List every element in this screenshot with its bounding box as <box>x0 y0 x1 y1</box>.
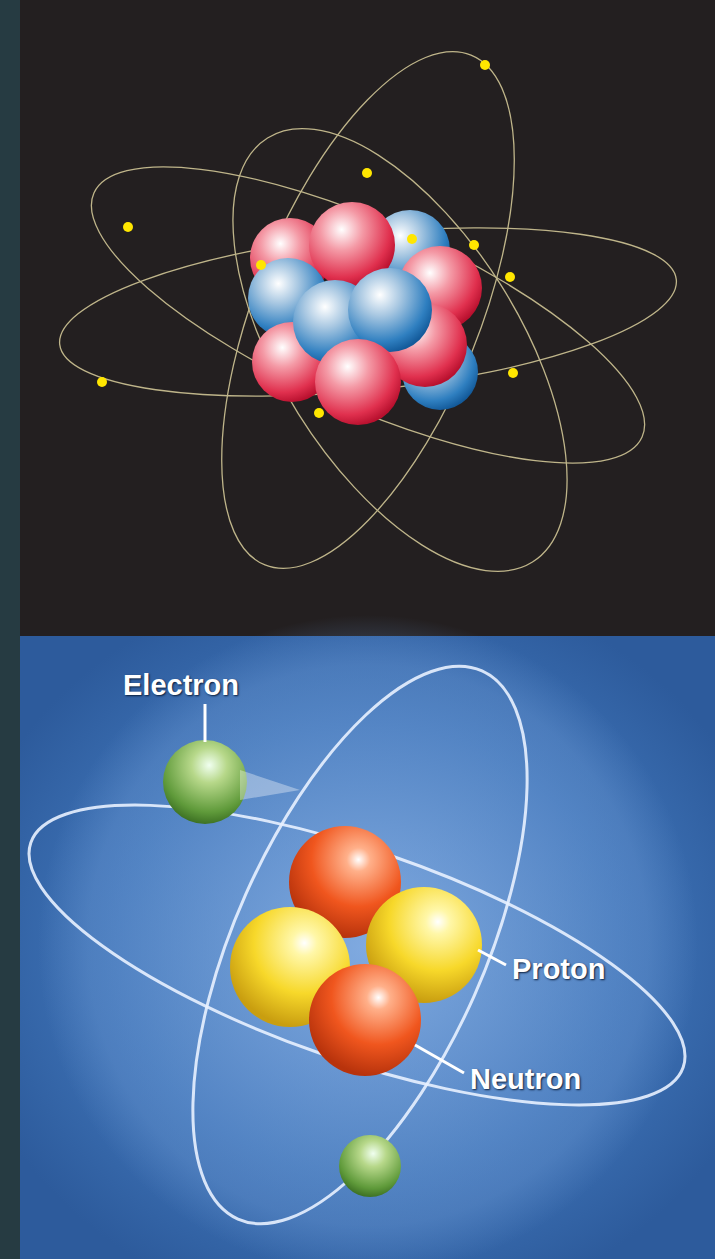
nucleus <box>230 826 482 1076</box>
motion-trail <box>240 770 300 800</box>
leader-line <box>204 704 207 742</box>
electron-ball <box>339 1135 401 1197</box>
orbit-lines <box>52 13 685 626</box>
electron-dot <box>314 408 324 418</box>
part-label: Electron <box>123 668 239 702</box>
electron-dot <box>407 234 417 244</box>
proton-ball <box>315 339 401 425</box>
orbit <box>124 620 596 1259</box>
electron-dot <box>123 222 133 232</box>
electron-dot <box>469 240 479 250</box>
orbit <box>0 743 715 1166</box>
part-label: Neutron <box>470 1062 581 1096</box>
orbit <box>166 74 634 625</box>
orbit-lines <box>0 620 715 1259</box>
electron-dot <box>97 377 107 387</box>
leader-line <box>478 950 506 965</box>
side-strip <box>0 0 20 1259</box>
neutron-ball <box>309 964 421 1076</box>
leader-lines <box>205 704 506 1073</box>
electrons <box>97 60 518 418</box>
electron-dot <box>508 368 518 378</box>
electron-dot <box>256 260 266 270</box>
leader-line <box>415 1045 464 1073</box>
electron-dot <box>505 272 515 282</box>
orbit <box>57 109 680 521</box>
electron-dot <box>480 60 490 70</box>
nucleus <box>248 202 482 425</box>
electron-dot <box>362 168 372 178</box>
orbit <box>161 13 575 607</box>
part-label: Proton <box>512 952 605 986</box>
electron-ball <box>163 740 247 824</box>
dark-panel <box>20 0 715 636</box>
atom-glow <box>38 615 698 1259</box>
